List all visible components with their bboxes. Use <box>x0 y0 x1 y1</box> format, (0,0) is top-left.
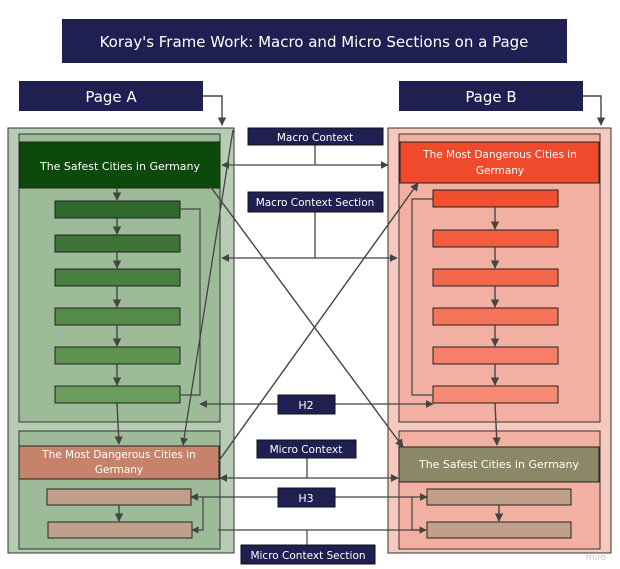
page-b-micro-heading-box <box>398 446 600 483</box>
page-b-label: Page B <box>465 88 516 106</box>
h2-label: H2 <box>298 399 313 412</box>
page-a-micro-heading-line-2: Germany <box>95 464 143 476</box>
page-a-macro-heading-box <box>19 141 221 189</box>
page-b-h2-bracket <box>411 198 433 396</box>
page-b-flow-arrows <box>490 207 501 446</box>
page-b-connector-arrow <box>583 95 606 126</box>
micro-context-label-box <box>256 439 357 459</box>
page-b-h2-bar-1 <box>432 189 559 208</box>
page-b-macro-heading-line-2: Germany <box>476 165 524 177</box>
diagram-title: Koray's Frame Work: Macro and Micro Sect… <box>100 33 529 51</box>
page-b-h3-bar-1 <box>426 488 572 506</box>
h3-label-box <box>277 487 336 508</box>
page-a-h3-bar-1 <box>46 488 192 506</box>
h2-label-box <box>277 394 336 415</box>
page-a-h2-bar-5 <box>54 346 181 365</box>
h3-link-lower-a <box>191 497 204 534</box>
page-a-h2-bracket <box>180 208 201 396</box>
page-b-micro-heading: The Safest Cities in Germany <box>418 458 580 471</box>
macro-context-section-label-box <box>247 191 384 213</box>
page-a-h2-bar-3 <box>54 268 181 287</box>
page-b-h2-bar-3 <box>432 268 559 287</box>
page-a-micro-heading-box <box>18 445 220 480</box>
page-a-h2-bar-6 <box>54 385 181 404</box>
cross-line-b-to-a <box>217 182 419 463</box>
macro-context-section-label: Macro Context Section <box>256 197 375 209</box>
micro-heading-connector-a <box>180 129 234 446</box>
page-b-h2-bar-6 <box>432 385 559 404</box>
page-b-label-box <box>399 81 583 111</box>
micro-context-section-label-box <box>240 544 376 565</box>
page-a-h2-bar-1 <box>54 200 181 219</box>
page-a-label: Page A <box>85 88 137 106</box>
h3-label: H3 <box>298 492 313 505</box>
macro-context-label: Macro Context <box>277 132 353 144</box>
page-a-h2-bar-4 <box>54 307 181 326</box>
page-a-h2-bar-2 <box>54 234 181 253</box>
page-a-label-box <box>19 81 203 111</box>
macro-context-label-box <box>247 127 384 146</box>
page-b-h2-bar-2 <box>432 229 559 248</box>
page-a-micro-heading: The Most Dangerous Cities in <box>41 449 196 461</box>
page-a-h3-bar-2 <box>47 521 193 539</box>
page-a-flow-arrows <box>112 188 123 445</box>
page-b-macro-heading-box <box>399 141 600 184</box>
page-b-h2-bar-4 <box>432 307 559 326</box>
page-a-connector-arrow <box>203 95 227 126</box>
page-b-h3-bar-2 <box>426 521 572 539</box>
page-a-macro-heading: The Safest Cities in Germany <box>39 160 201 173</box>
micro-context-label: Micro Context <box>270 444 343 456</box>
title-box <box>62 19 567 63</box>
page-b-macro-heading: The Most Dangerous Cities in <box>422 149 577 161</box>
micro-context-section-label: Micro Context Section <box>250 550 365 562</box>
page-b-h2-bar-5 <box>432 346 559 365</box>
miro-watermark: miro <box>586 553 607 563</box>
